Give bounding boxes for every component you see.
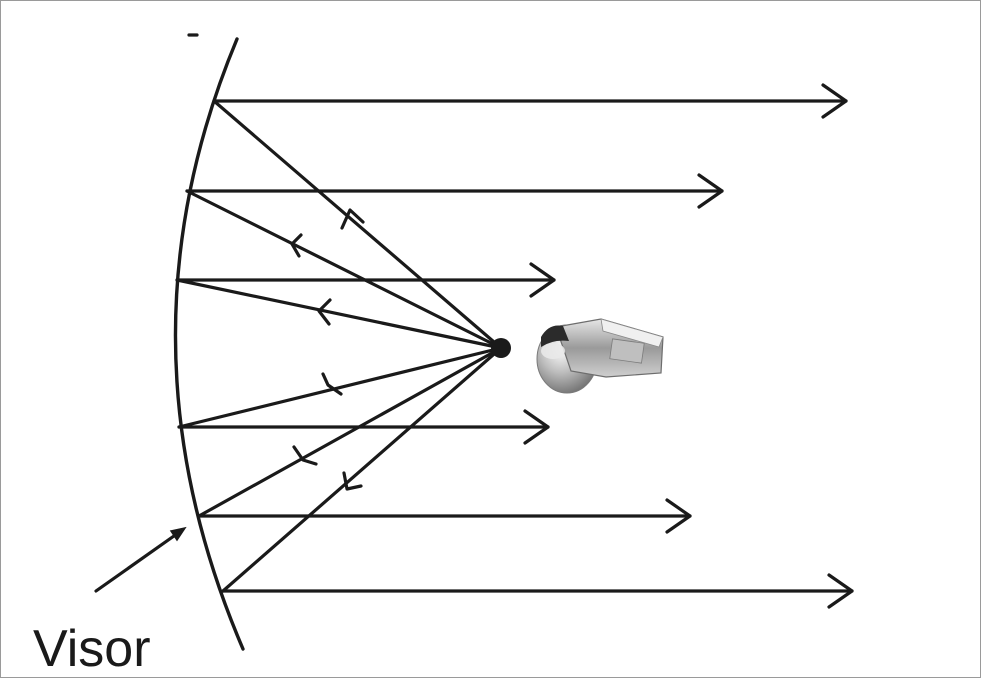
whistle-icon: [536, 318, 664, 394]
arrowhead-icon: [321, 372, 343, 396]
arrowhead-icon: [317, 298, 332, 326]
incident-ray: [175, 278, 503, 350]
incident-ray: [177, 346, 503, 429]
pointer-line: [94, 529, 183, 593]
reflected-rays: [175, 99, 854, 593]
reflected-arrowheads: [523, 83, 854, 609]
arrowhead-icon: [340, 208, 365, 230]
arrowhead-icon: [529, 262, 556, 298]
incident-ray: [212, 99, 503, 350]
arrowhead-icon: [169, 526, 187, 542]
incident-ray: [221, 346, 503, 593]
incident-arrowheads: [290, 208, 365, 491]
incident-ray: [197, 346, 503, 518]
arrowhead-icon: [665, 498, 692, 534]
arrowhead-icon: [821, 83, 848, 119]
arrowhead-icon: [292, 445, 318, 466]
incident-ray: [185, 189, 503, 350]
arrowhead-icon: [290, 233, 303, 258]
incident-rays: [175, 99, 503, 593]
arrowhead-icon: [827, 573, 854, 609]
arrowhead-icon: [523, 409, 550, 445]
visor-label: Visor: [33, 620, 151, 678]
visor-reflector-curve: [173, 37, 245, 651]
sound-source-dot: [491, 338, 511, 358]
arrowhead-icon: [697, 173, 724, 209]
visor-pointer-arrow: [94, 526, 187, 593]
arrowhead-icon: [342, 471, 363, 491]
